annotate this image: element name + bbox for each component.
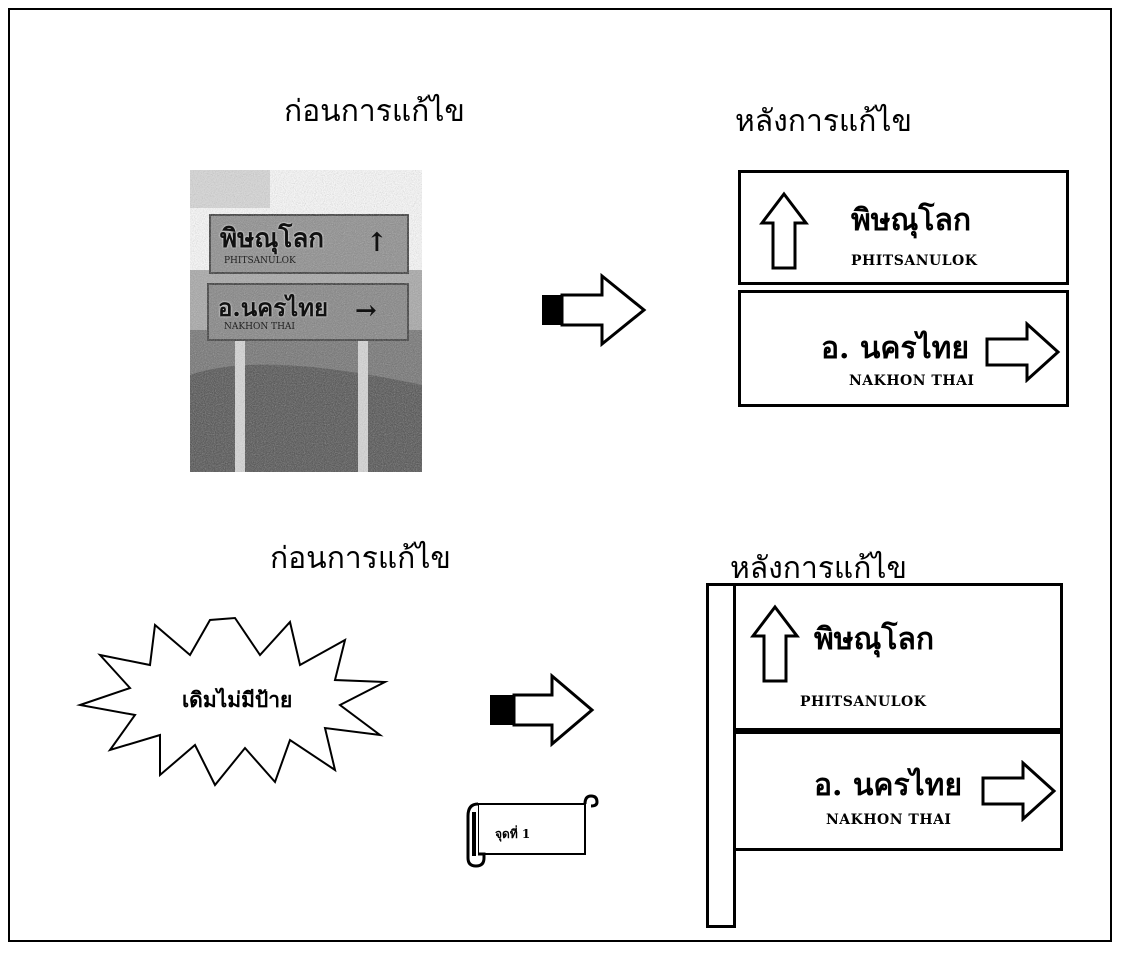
scroll-label: จุดที่ 1 bbox=[495, 827, 531, 841]
up-arrow-icon bbox=[759, 191, 809, 270]
heading-bottom-before: ก่อนการแก้ไข bbox=[270, 541, 451, 576]
sign-thai-upper: พิษณุโลก bbox=[814, 622, 935, 657]
bottom-after-sign-upper: พิษณุโลก PHITSANULOK bbox=[733, 583, 1063, 731]
up-arrow-icon bbox=[750, 604, 800, 683]
old-sign-photo: พิษณุโลก ↑ PHITSANULOK อ.นครไทย → NAKHON… bbox=[190, 170, 422, 472]
burst-label: เดิมไม่มีป้าย bbox=[182, 687, 293, 712]
scroll-icon bbox=[466, 794, 599, 868]
burst-icon bbox=[76, 616, 389, 787]
top-after-sign-lower: อ. นครไทย NAKHON THAI bbox=[738, 290, 1069, 407]
photo-up-arrow-icon: ↑ bbox=[366, 228, 388, 258]
heading-top-before: ก่อนการแก้ไข bbox=[284, 94, 465, 129]
photo-sign-bottom-text: อ.นครไทย bbox=[218, 293, 329, 322]
sign-thai-lower: อ. นครไทย bbox=[814, 768, 963, 803]
sign-eng-upper: PHITSANULOK bbox=[800, 694, 927, 710]
sign-thai-lower: อ. นครไทย bbox=[821, 331, 970, 366]
right-arrow-icon bbox=[985, 321, 1061, 383]
top-after-sign-upper: พิษณุโลก PHITSANULOK bbox=[738, 170, 1069, 285]
sign-eng-lower: NAKHON THAI bbox=[826, 812, 952, 828]
sign-pole bbox=[706, 583, 736, 928]
sign-thai-upper: พิษณุโลก bbox=[851, 203, 972, 238]
top-right-arrow-icon bbox=[542, 272, 647, 348]
photo-sign-top-sub: PHITSANULOK bbox=[224, 256, 296, 266]
photo-sign-top-text: พิษณุโลก bbox=[220, 224, 325, 254]
heading-top-after: หลังการแก้ไข bbox=[735, 104, 913, 139]
page-frame bbox=[8, 8, 1112, 942]
bottom-after-sign-lower: อ. นครไทย NAKHON THAI bbox=[733, 731, 1063, 851]
sign-eng-lower: NAKHON THAI bbox=[849, 373, 975, 389]
right-arrow-icon bbox=[981, 760, 1057, 822]
heading-bottom-after: หลังการแก้ไข bbox=[730, 551, 908, 586]
sign-eng-upper: PHITSANULOK bbox=[851, 253, 978, 269]
photo-right-arrow-icon: → bbox=[355, 296, 377, 326]
bottom-right-arrow-icon bbox=[490, 672, 595, 748]
photo-sign-bottom-sub: NAKHON THAI bbox=[224, 322, 295, 332]
